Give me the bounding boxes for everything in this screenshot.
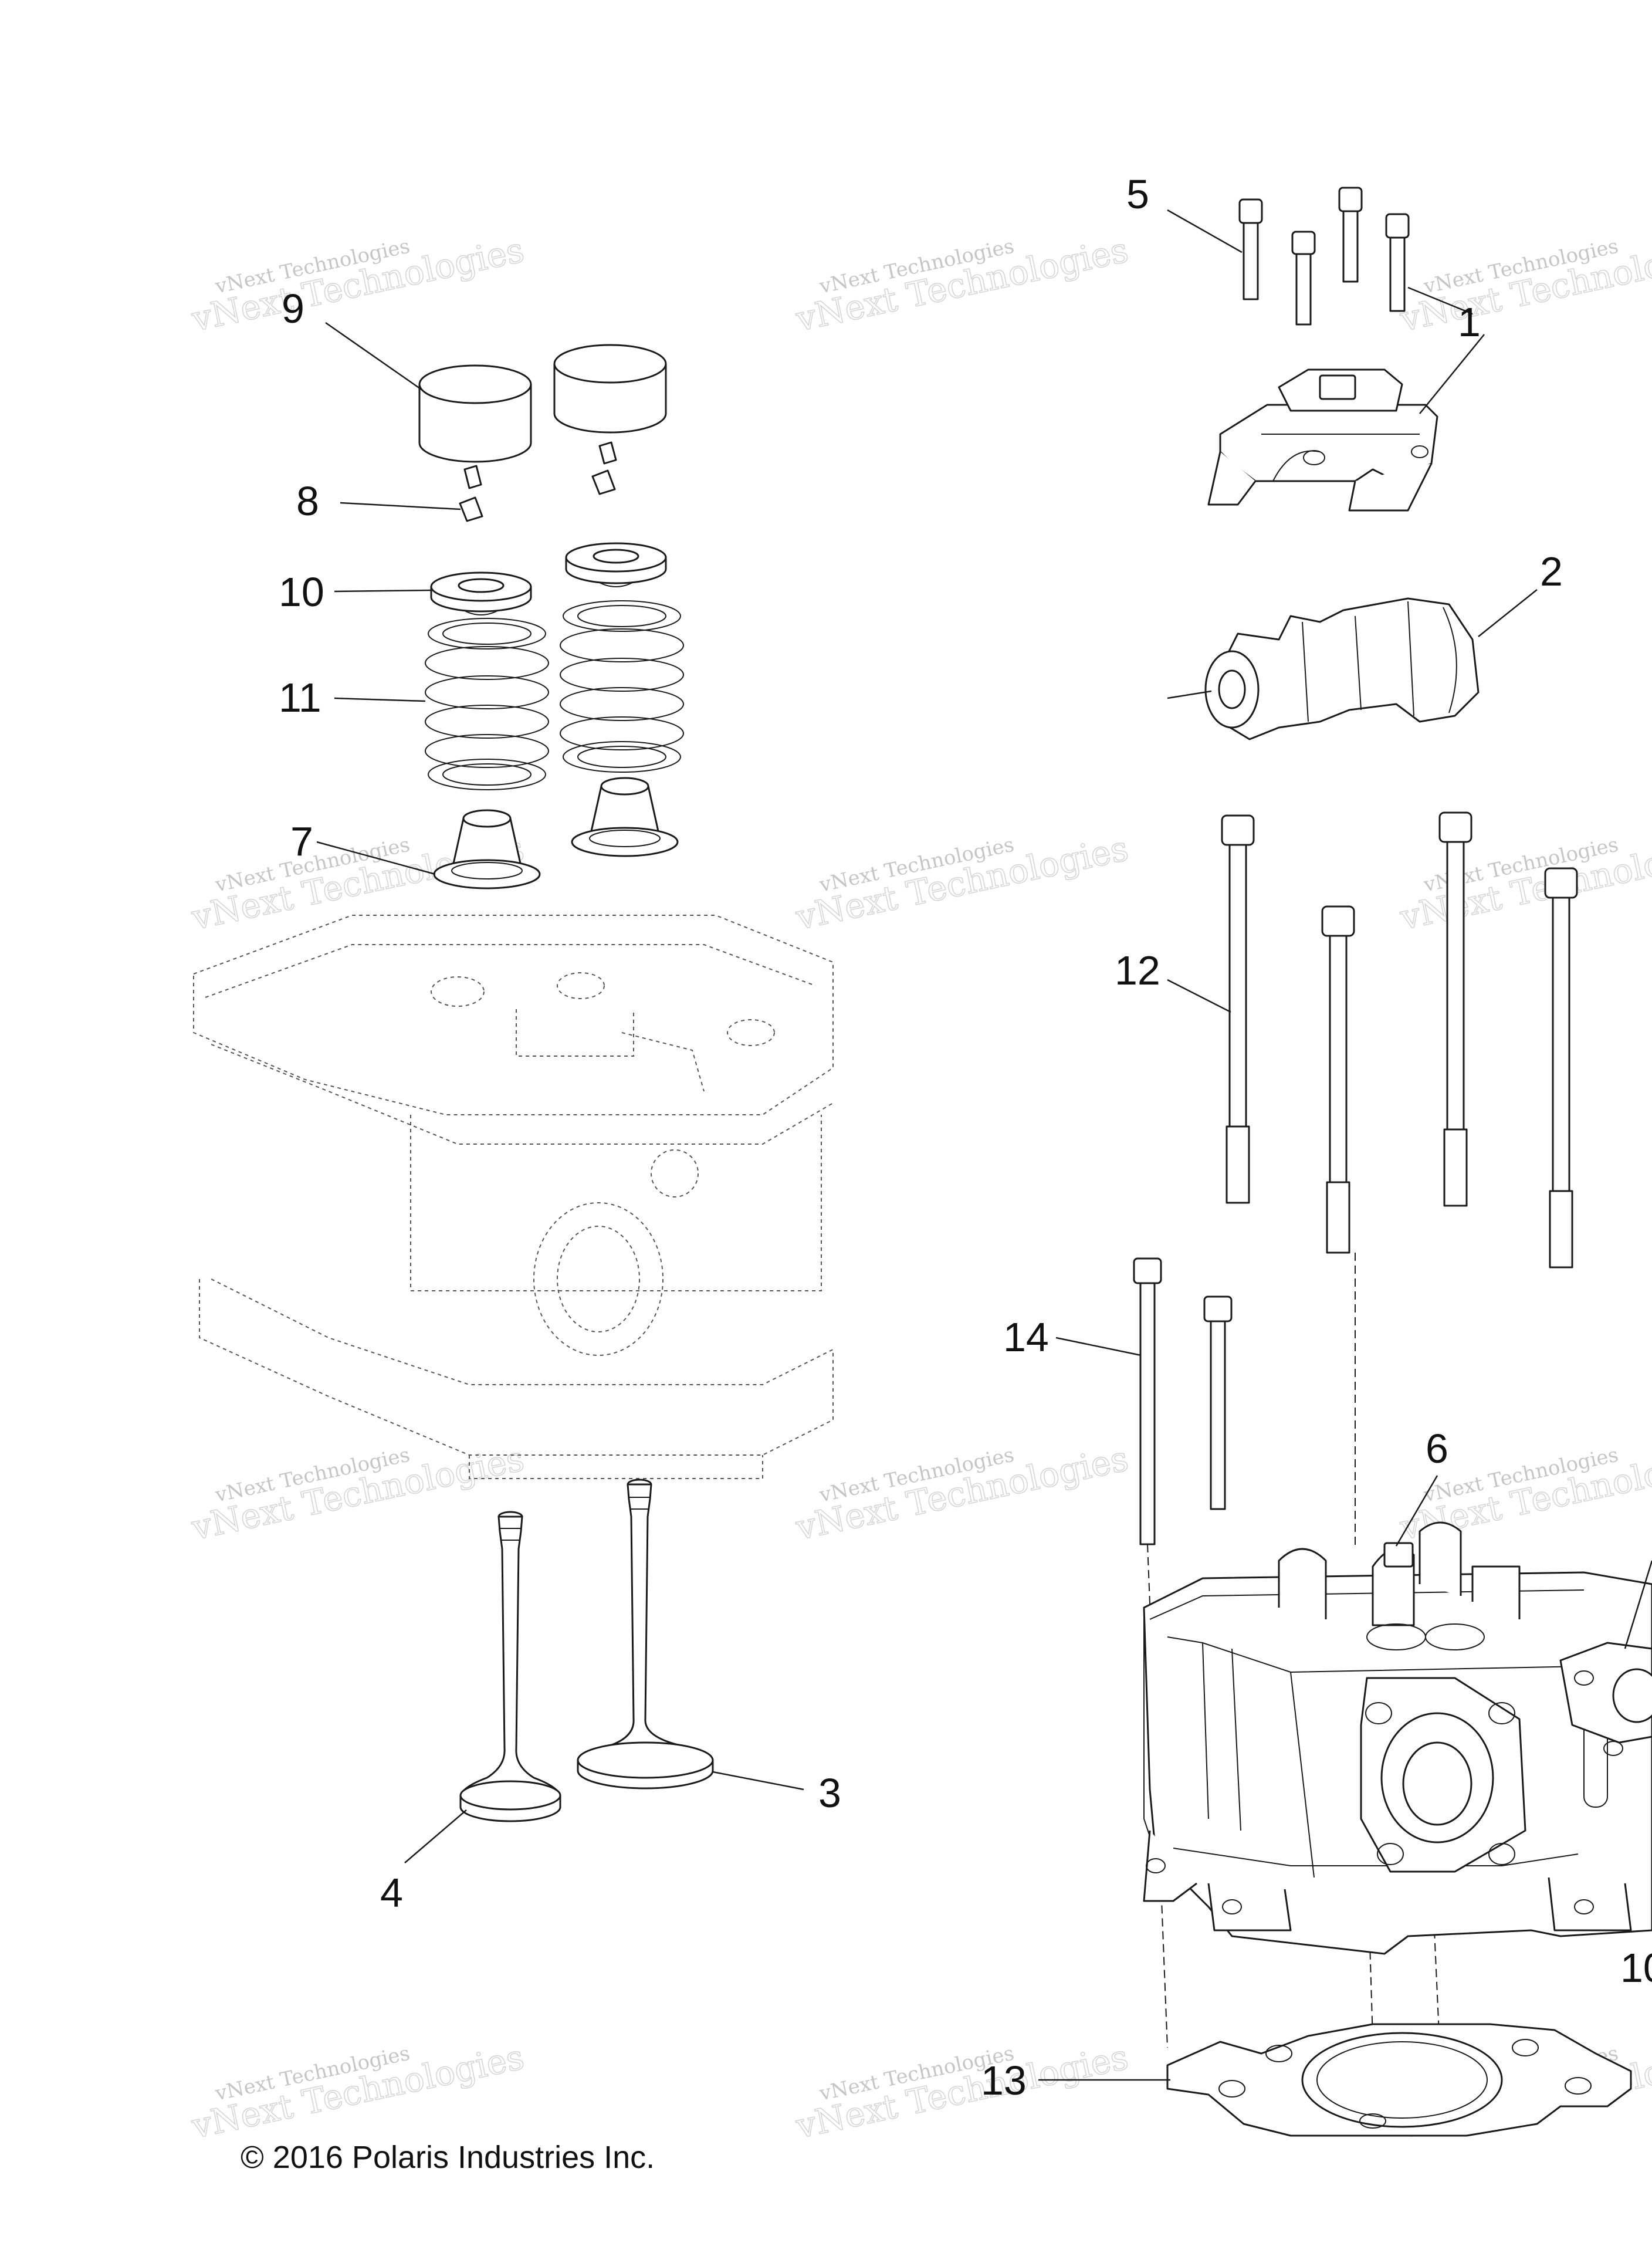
callout-10-partial: 10 [1620,1945,1652,1991]
watermark: vNext Technologies vNext Technologies [1396,229,1652,340]
leader-5 [1167,209,1243,253]
part-13-head-gasket [1166,2023,1632,2137]
part-9-tappet-right [553,344,667,434]
part-11-spring-left [425,618,549,790]
part-4-valve [459,1511,561,1822]
bolt [1438,811,1472,1207]
watermark: vNext Technologies vNext Technologies [1396,828,1652,938]
leader-11 [334,697,426,702]
part-14-bolts [1133,1257,1233,1545]
watermark: vNext Technologies vNext Technologies [792,828,1132,938]
bolt [1133,1257,1162,1545]
copyright-text: © 2016 Polaris Industries Inc. [241,2140,655,2175]
part-9-tappet-left [418,364,532,463]
watermark: vNext Technologies vNext Technologies [188,1438,528,1548]
part-5-bolts [1238,187,1410,326]
part-10-retainer-left [430,571,532,615]
callout-12: 12 [1115,948,1160,993]
callout-3: 3 [818,1770,841,1816]
cylinder-head [1143,1521,1652,1955]
part-7-seal-left [433,809,541,889]
watermark: vNext Technologies vNext Technologies [792,229,1132,340]
part-2-camshaft [1204,597,1480,740]
watermark: vNext Technologies vNext Technologies [792,2037,1132,2147]
leader-7 [316,841,436,875]
bolt [1291,231,1316,326]
callout-10: 10 [279,569,324,615]
bolt [1221,814,1255,1204]
leader-3 [712,1771,804,1791]
callout-5: 5 [1126,171,1149,217]
callouts: 1 2 3 4 5 6 7 8 9 10 11 12 13 14 10 [279,171,1652,2103]
part-1-cam-cap [1207,368,1438,512]
part-11-spring-right [560,600,684,773]
part-3-valve [577,1479,714,1789]
leader-2b [1167,690,1212,699]
part-7-seal-right [571,777,679,857]
watermark: vNext Technologies vNext Technologies [188,229,528,340]
leader-1b [1419,334,1485,414]
watermark: vNext Technologies vNext Technologies [188,2037,528,2147]
callout-2: 2 [1540,549,1563,594]
callout-11: 11 [279,675,321,720]
leader-10 [334,589,434,593]
part-10-retainer-right [565,542,667,587]
watermark: vNext Technologies vNext Technologies [792,1438,1132,1548]
ghost-cylinder-head [193,915,834,1479]
bolt [1203,1295,1233,1510]
callout-6: 6 [1426,1426,1448,1471]
leader-6 [1395,1475,1438,1547]
callout-9: 9 [282,286,304,331]
bolt [1238,198,1263,300]
leader-14 [1055,1337,1142,1356]
leader-4 [404,1809,467,1863]
callout-4: 4 [380,1870,403,1916]
part-12-head-bolts [1221,811,1578,1268]
callout-13: 13 [981,2058,1027,2103]
leader-12 [1167,979,1231,1013]
bolt [1321,905,1355,1254]
callout-1: 1 [1458,299,1481,345]
bolt [1385,213,1410,312]
leader-8 [340,502,461,510]
leader-lines [316,209,1652,2081]
part-8-keepers-left [459,465,483,522]
callout-7: 7 [290,818,313,864]
part-8-keepers-right [591,441,617,495]
leader-9 [325,322,423,391]
callout-8: 8 [296,478,319,524]
callout-14: 14 [1003,1314,1049,1360]
leader-10b [1624,1560,1652,1649]
leader-2 [1478,589,1538,637]
leader-1a [1407,286,1473,315]
bolt [1544,867,1578,1268]
bolt [1338,187,1363,283]
